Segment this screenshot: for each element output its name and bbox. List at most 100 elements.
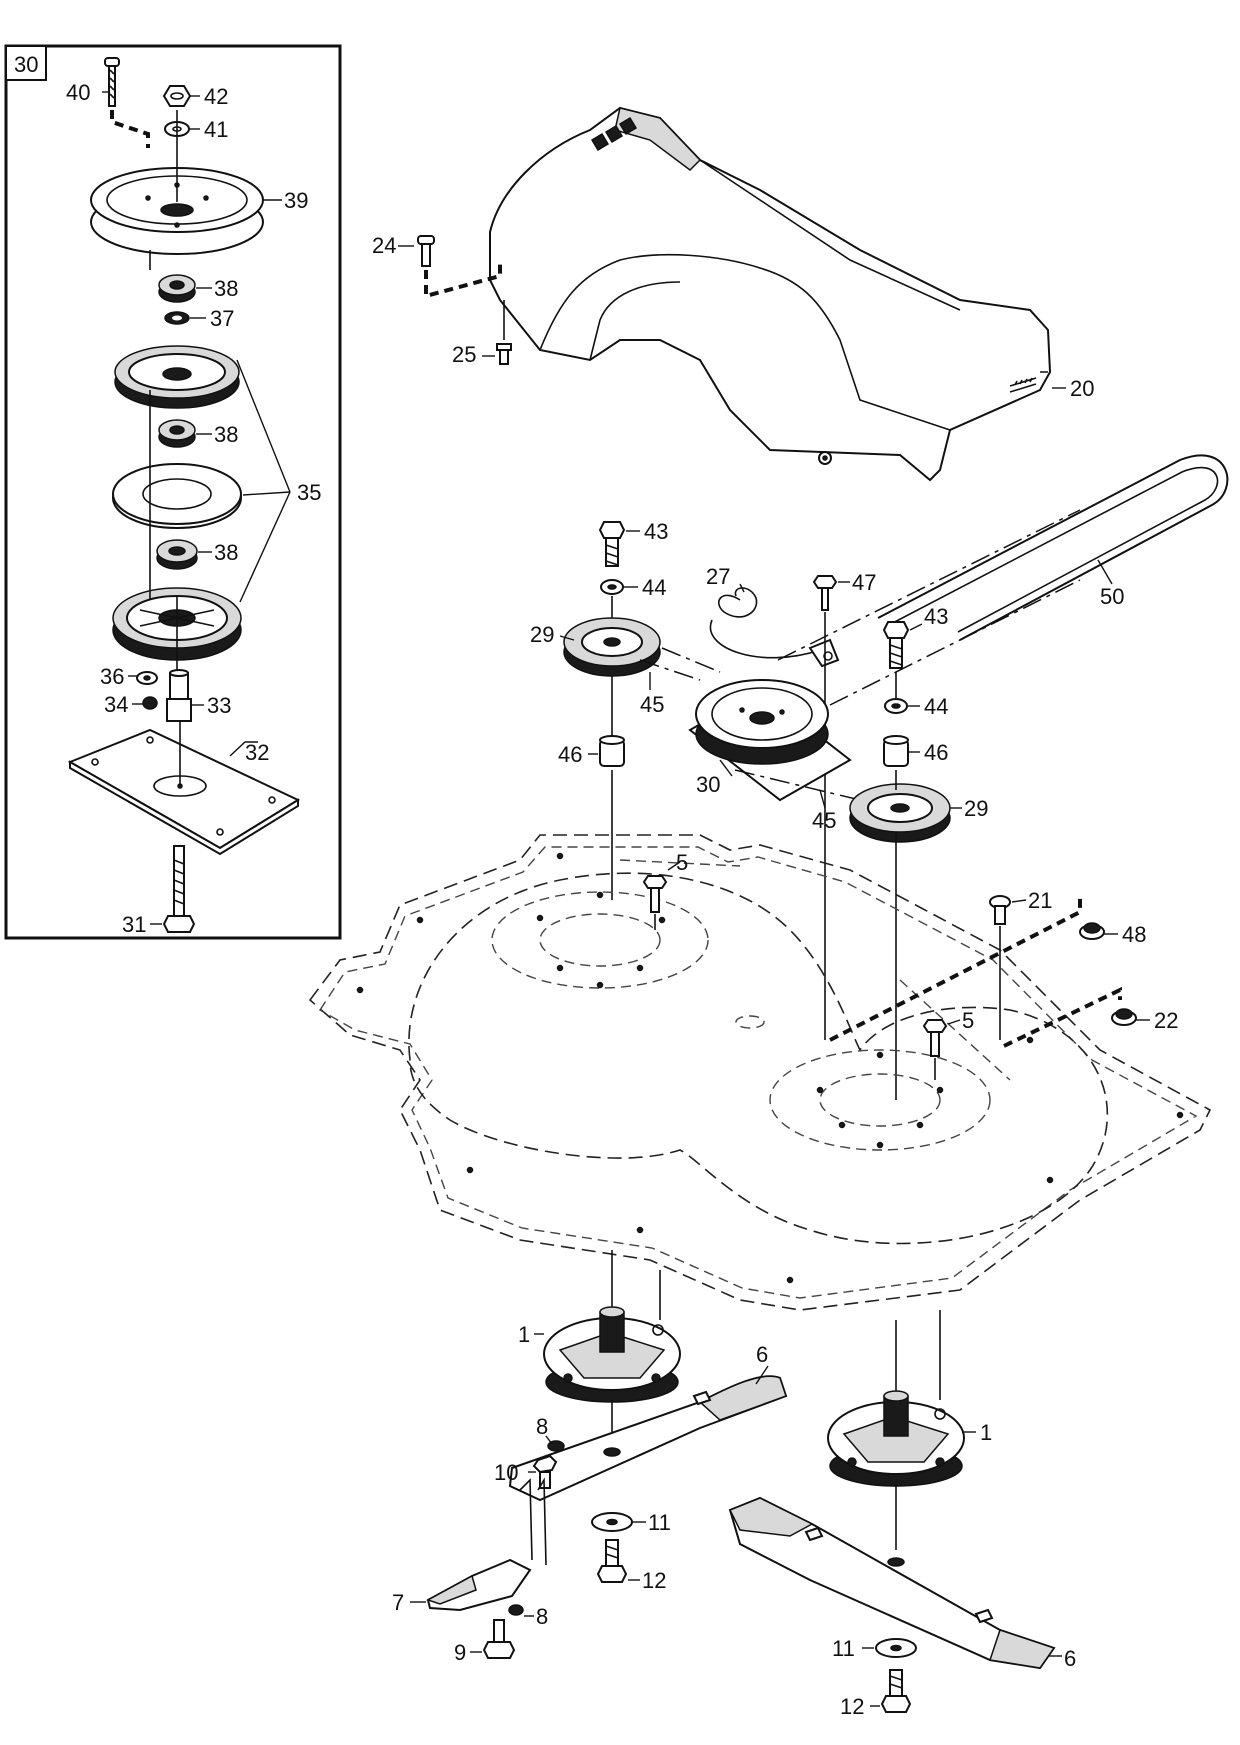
- nut-8-bottom: [508, 1604, 524, 1616]
- blade-6-right: [728, 1496, 1056, 1670]
- callout-8-top: 8: [536, 1414, 548, 1439]
- ring-37: [164, 311, 190, 325]
- washer-11-left: [591, 1512, 633, 1532]
- callout-38-bottom: 38: [214, 540, 238, 565]
- bolt-31: [162, 845, 196, 933]
- callout-22: 22: [1154, 1008, 1178, 1033]
- spindle-1-right: [827, 1390, 965, 1487]
- sprocket-lower: [112, 587, 242, 661]
- sprocket-29-left: [563, 617, 661, 677]
- bolt-47: [812, 575, 838, 611]
- bolt-43-left: [598, 521, 626, 567]
- callout-27: 27: [706, 564, 730, 589]
- bolt-40: [104, 57, 120, 107]
- callout-29-left: 29: [530, 622, 554, 647]
- shaft-33: [166, 669, 192, 722]
- bearing-38-bottom: [156, 539, 198, 570]
- washer-36: [136, 671, 158, 685]
- callout-46-left: 46: [558, 742, 582, 767]
- callout-45-right: 45: [812, 808, 836, 833]
- nut-22: [1111, 1008, 1137, 1026]
- plate-32: [67, 728, 301, 856]
- idler-arm: [808, 638, 840, 668]
- bolt-9: [482, 1619, 516, 1659]
- blade-6-left: [508, 1375, 788, 1502]
- callout-1-left: 1: [518, 1322, 530, 1347]
- callout-35: 35: [297, 480, 321, 505]
- inset-pulley-assembly: 30: [4, 44, 342, 940]
- bolt-12-left: [596, 1539, 628, 1583]
- callout-5-right: 5: [962, 1008, 974, 1033]
- bolt-22-dashed-path: [1003, 986, 1122, 1048]
- callout-21: 21: [1028, 888, 1052, 913]
- callout-44-right: 44: [924, 694, 948, 719]
- callout-33: 33: [207, 693, 231, 718]
- callout-38-top: 38: [214, 276, 238, 301]
- callout-6-right: 6: [1064, 1646, 1076, 1671]
- inset-label-box: [5, 45, 47, 81]
- bolt-12-right: [880, 1669, 912, 1713]
- callout-12-right: 12: [840, 1694, 864, 1719]
- insert-25: [496, 343, 512, 365]
- callout-24: 24: [372, 233, 396, 258]
- drive-belt-50: [877, 454, 1229, 641]
- callout-42: 42: [204, 84, 228, 109]
- callout-25: 25: [452, 342, 476, 367]
- sprocket-29-right: [849, 783, 951, 843]
- callout-30: 30: [696, 772, 720, 797]
- callout-50: 50: [1100, 584, 1124, 609]
- clutch-30: [688, 679, 852, 802]
- inset-label: 30: [14, 52, 38, 77]
- callout-46-right: 46: [924, 740, 948, 765]
- spacer-46-right: [883, 735, 909, 767]
- bolt-10: [532, 1454, 558, 1489]
- callout-10: 10: [494, 1460, 518, 1485]
- callout-45-left: 45: [640, 692, 664, 717]
- spindle-1-left: [543, 1306, 681, 1403]
- bolt-40-dashed-path: [110, 110, 150, 148]
- callout-12-left: 12: [642, 1568, 666, 1593]
- leader-35: [236, 359, 291, 603]
- callout-5-left: 5: [676, 850, 688, 875]
- belt-cover-20: [489, 106, 1052, 482]
- nut-48: [1079, 922, 1105, 940]
- callout-47: 47: [852, 570, 876, 595]
- bolt-21-dashed-path: [829, 896, 1082, 1042]
- callout-40: 40: [66, 80, 90, 105]
- callout-38-middle: 38: [214, 422, 238, 447]
- callout-20: 20: [1070, 376, 1094, 401]
- nut-42: [162, 85, 192, 107]
- nut-34: [142, 696, 158, 710]
- bearing-38-middle: [158, 419, 196, 448]
- bolt-5-right: [922, 1019, 948, 1057]
- callout-31: 31: [122, 912, 146, 937]
- belt-45-left: [639, 647, 721, 681]
- callout-48: 48: [1122, 922, 1146, 947]
- bolt-5-left: [642, 875, 668, 913]
- callout-1-right: 1: [980, 1420, 992, 1445]
- washer-44-left: [600, 579, 624, 595]
- spacer-46-left: [599, 735, 625, 767]
- callout-6-left: 6: [756, 1342, 768, 1367]
- callout-41: 41: [204, 117, 228, 142]
- bolt-43-right: [882, 621, 910, 669]
- bolt-24-dashed-path: [424, 262, 502, 299]
- callout-8-bottom: 8: [536, 1604, 548, 1629]
- bolt-21: [989, 895, 1011, 925]
- callout-29-right: 29: [964, 796, 988, 821]
- callout-34: 34: [104, 692, 128, 717]
- ring-plate: [112, 463, 242, 529]
- bearing-38-top: [158, 274, 196, 303]
- callout-9: 9: [454, 1640, 466, 1665]
- belt-alignment-lines: [777, 509, 1081, 706]
- callout-32: 32: [245, 740, 269, 765]
- washer-11-right: [875, 1638, 917, 1658]
- bolt-24: [417, 235, 435, 267]
- callout-11-left: 11: [648, 1510, 671, 1535]
- washer-44-right: [884, 698, 908, 714]
- callout-43-right: 43: [924, 604, 948, 629]
- sprocket-upper: [114, 345, 240, 409]
- callout-44-left: 44: [642, 575, 666, 600]
- mower-deck: [308, 834, 1212, 1311]
- callout-36: 36: [100, 664, 124, 689]
